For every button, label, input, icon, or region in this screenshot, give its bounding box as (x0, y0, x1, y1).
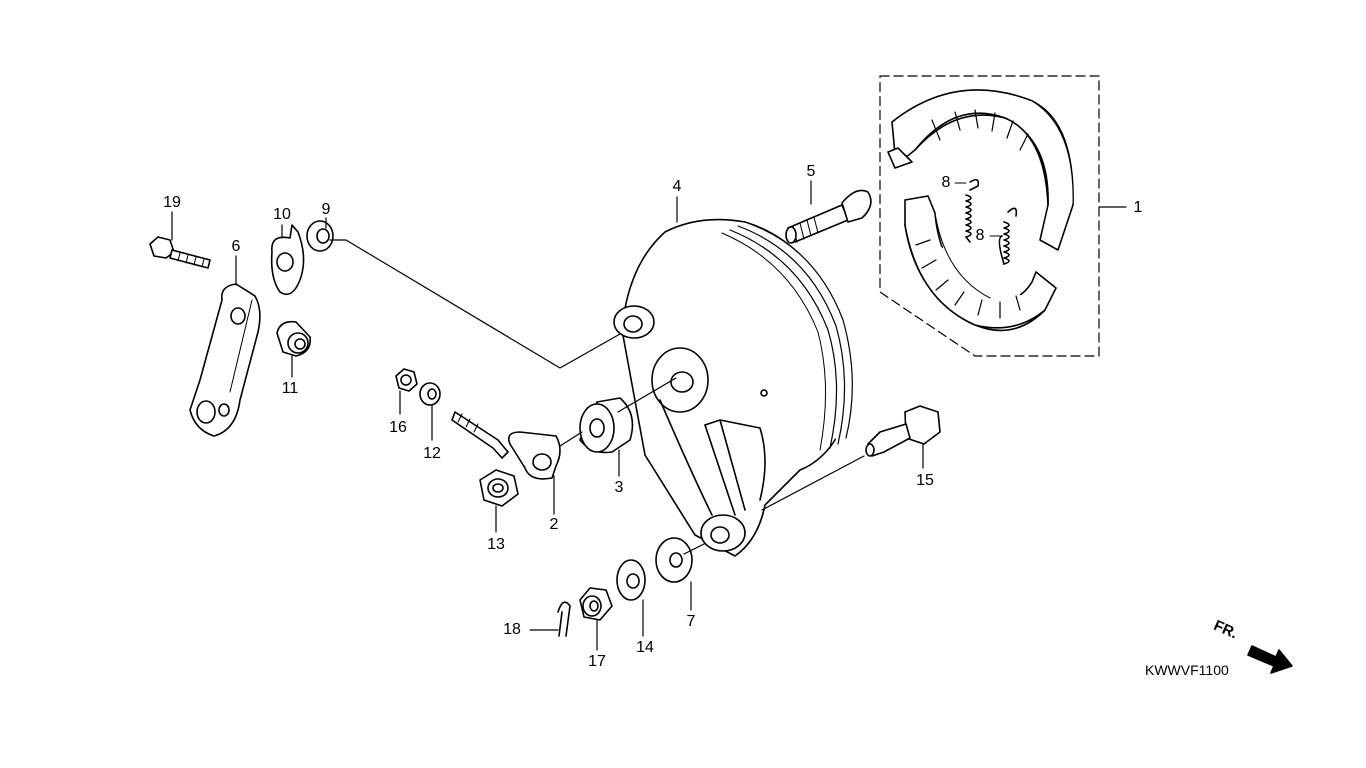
brake-shoe-kit-box (879, 75, 1127, 357)
callout-16: 16 (389, 419, 407, 436)
drawing-code: KWWVF1100 (1145, 662, 1229, 678)
callout-18: 18 (503, 621, 521, 638)
callout-3: 3 (614, 479, 624, 496)
brake-cam (785, 189, 872, 244)
pivot-bolt (865, 405, 941, 457)
nut-17 (579, 587, 613, 621)
spring-upper (954, 178, 980, 243)
callout-14: 14 (636, 639, 654, 656)
callout-15: 15 (916, 472, 934, 489)
brake-panel (613, 218, 853, 557)
washer-7 (655, 537, 693, 583)
brake-lever-arm (189, 283, 261, 437)
callout-8-lower: 8 (975, 227, 985, 244)
callout-1: 1 (1133, 199, 1143, 216)
brake-shoe-lower (904, 195, 1057, 332)
spring-lower (989, 207, 1018, 265)
bolt-19 (149, 236, 211, 269)
callout-10: 10 (273, 206, 291, 223)
callout-17: 17 (588, 653, 606, 670)
callout-4: 4 (672, 178, 682, 195)
collar (579, 397, 634, 454)
front-direction-arrow-icon (1247, 645, 1293, 674)
assembly-lines (329, 239, 865, 555)
indicator-plate (270, 224, 305, 296)
dust-seal (276, 320, 312, 357)
callout-6: 6 (231, 238, 241, 255)
washer-9 (306, 220, 334, 252)
callout-12: 12 (423, 445, 441, 462)
washer-12 (419, 382, 441, 406)
brake-arm (451, 411, 561, 480)
callout-8-upper: 8 (941, 174, 951, 191)
leader-lines (171, 180, 924, 651)
cotter-pin (557, 601, 571, 637)
nut-16 (395, 368, 418, 392)
callout-5: 5 (806, 163, 816, 180)
callout-19: 19 (163, 194, 181, 211)
callout-7: 7 (686, 613, 696, 630)
washer-14 (616, 559, 646, 601)
nut-13 (479, 469, 519, 507)
callout-9: 9 (321, 201, 331, 218)
brake-shoe-upper (887, 89, 1074, 251)
callout-2: 2 (549, 516, 559, 533)
callout-11: 11 (281, 380, 299, 397)
callout-13: 13 (487, 536, 505, 553)
